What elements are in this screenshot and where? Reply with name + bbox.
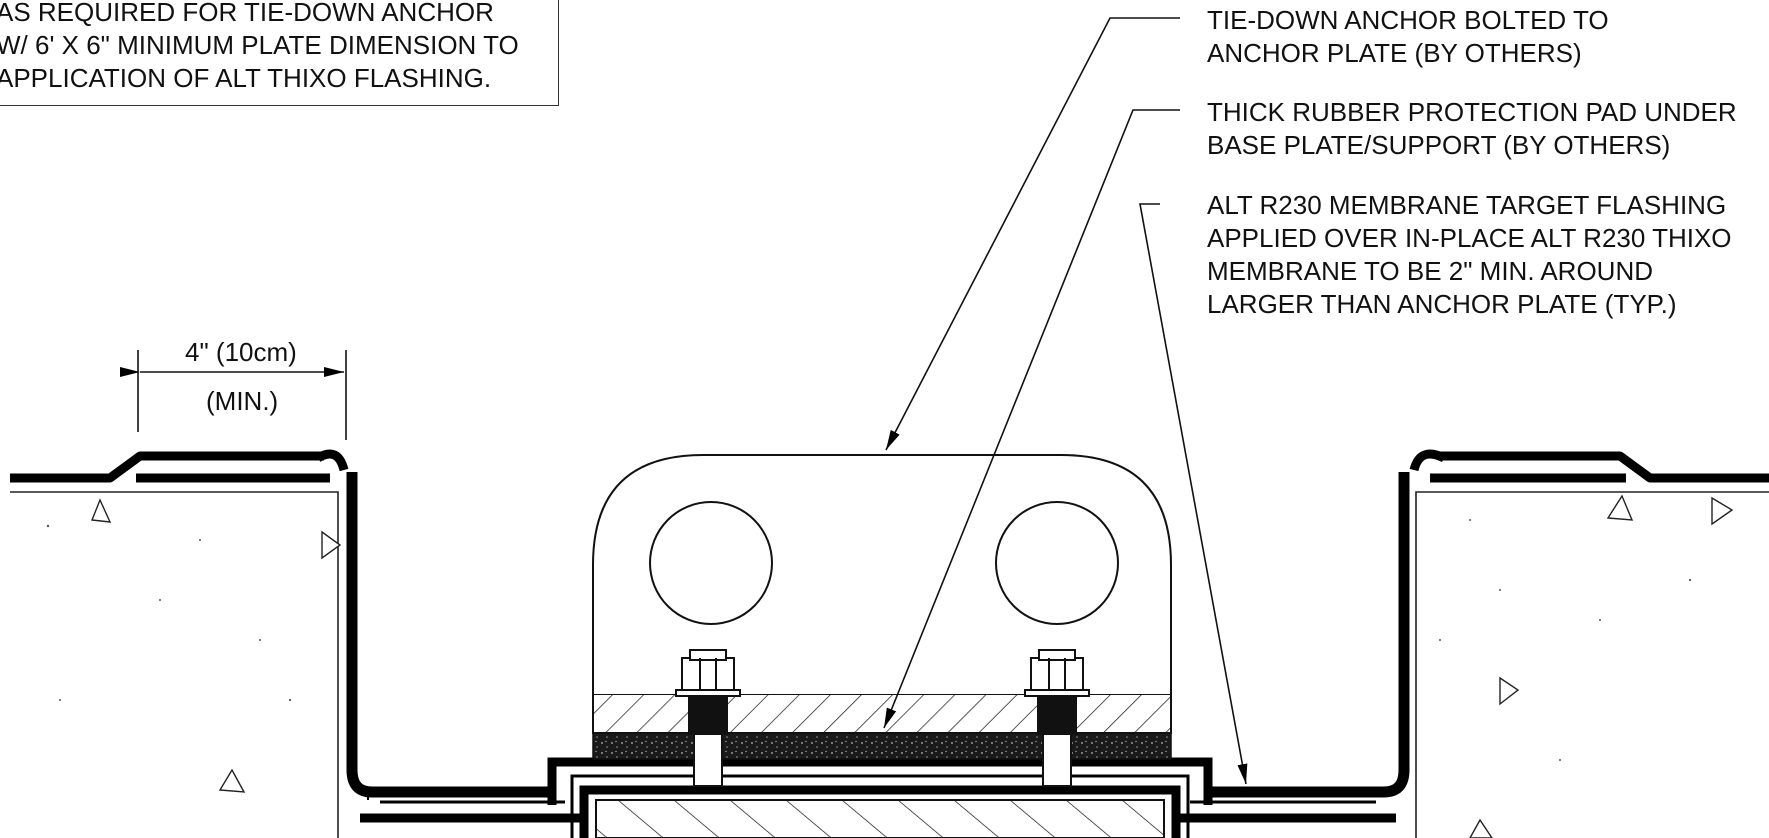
note-line: APPLICATION OF ALT THIXO FLASHING. — [0, 63, 492, 93]
callout-line: THICK RUBBER PROTECTION PAD UNDER — [1207, 97, 1737, 127]
target-flashing — [547, 757, 1213, 838]
membrane-right — [1180, 449, 1769, 823]
substrate-right — [1415, 491, 1769, 838]
note-line: AS REQUIRED FOR TIE-DOWN ANCHOR — [0, 0, 494, 27]
leader-target-flashing — [1139, 203, 1248, 785]
callout-target-flashing: ALT R230 MEMBRANE TARGET FLASHING APPLIE… — [1207, 189, 1732, 321]
dimension-qualifier: (MIN.) — [206, 386, 279, 416]
callout-line: LARGER THAN ANCHOR PLATE (TYP.) — [1207, 289, 1677, 319]
bolt-right — [1024, 649, 1090, 787]
callout-line: ALT R230 MEMBRANE TARGET FLASHING — [1207, 190, 1727, 220]
substrate-left — [10, 491, 339, 838]
leader-rubber-pad — [883, 109, 1180, 729]
anchor-hole-right — [995, 501, 1119, 625]
anchor-plate — [595, 799, 1165, 838]
callout-line: TIE-DOWN ANCHOR BOLTED TO — [1207, 5, 1609, 35]
callout-line: ANCHOR PLATE (BY OTHERS) — [1207, 38, 1582, 68]
general-note-box — [0, 0, 559, 106]
leader-tie-down-anchor — [885, 17, 1180, 451]
callout-tie-down-anchor: TIE-DOWN ANCHOR BOLTED TO ANCHOR PLATE (… — [1207, 4, 1609, 70]
dimension-4in — [120, 350, 347, 440]
note-line: W/ 6' X 6" MINIMUM PLATE DIMENSION TO — [0, 30, 519, 60]
dimension-value: 4" (10cm) — [185, 337, 297, 367]
concrete-specks — [46, 519, 1692, 761]
callout-line: MEMBRANE TO BE 2" MIN. AROUND — [1207, 256, 1654, 286]
base-plate — [592, 693, 1172, 734]
concrete-aggregate — [91, 494, 1734, 838]
callout-line: BASE PLATE/SUPPORT (BY OTHERS) — [1207, 130, 1671, 160]
callout-line: APPLIED OVER IN-PLACE ALT R230 THIXO — [1207, 223, 1732, 253]
membrane-left — [10, 449, 580, 823]
rubber-pad — [592, 732, 1172, 760]
general-note: AS REQUIRED FOR TIE-DOWN ANCHOR W/ 6' X … — [0, 0, 519, 95]
callout-rubber-pad: THICK RUBBER PROTECTION PAD UNDER BASE P… — [1207, 96, 1737, 162]
bolt-left — [675, 649, 741, 787]
anchor-hole-left — [649, 501, 773, 625]
